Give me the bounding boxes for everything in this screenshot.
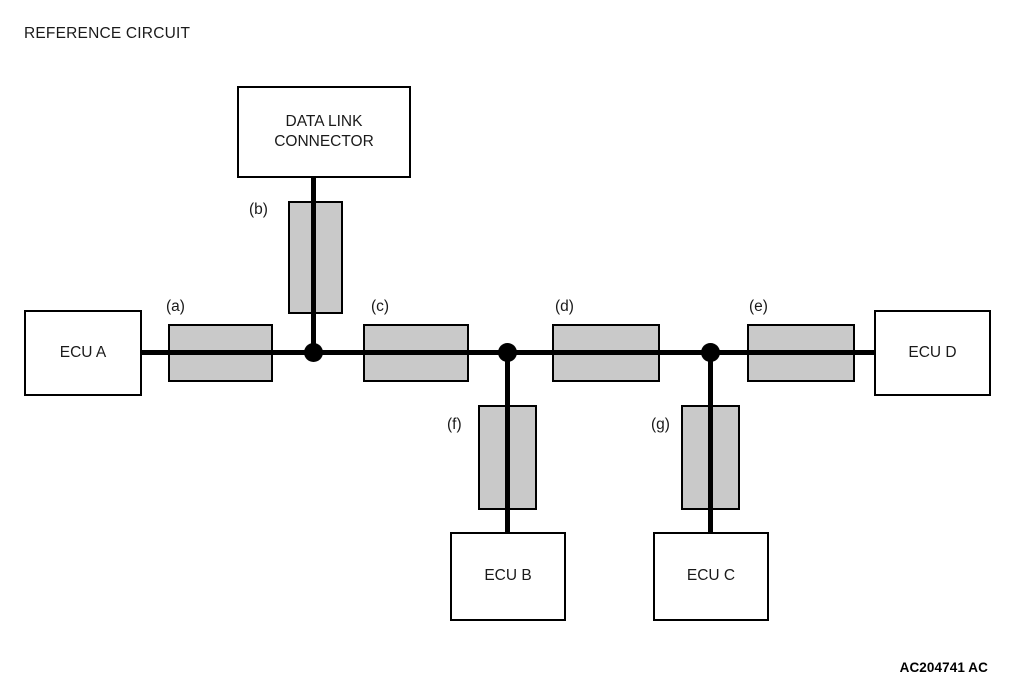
page-title: REFERENCE CIRCUIT [24,25,191,42]
ecu-a-box: ECU A [24,310,142,396]
ecu-d-label: ECU D [908,343,957,361]
junction-node-1 [304,343,323,362]
ref-label-g: (g) [651,416,670,433]
ecu-b-branch-wire-overlay [505,350,510,535]
ecu-d-box: ECU D [874,310,991,396]
dlc-branch-wire-overlay [311,176,316,354]
ref-label-f: (f) [447,416,462,433]
ref-label-b: (b) [249,201,268,218]
ecu-c-label: ECU C [686,567,736,585]
ecu-c-box: ECU C [653,532,769,621]
ref-label-c: (c) [371,298,390,315]
junction-node-2 [498,343,517,362]
ecu-a-label: ECU A [59,343,107,361]
ref-label-a: (a) [166,298,185,315]
data-link-connector-label: DATA LINK CONNECTOR [274,112,374,150]
figure-id-watermark: AC204741 AC [899,660,988,675]
ref-label-e: (e) [749,298,768,315]
ref-label-d: (d) [555,298,574,315]
ecu-b-label: ECU B [484,567,532,585]
data-link-connector-box: DATA LINK CONNECTOR [237,86,411,178]
ecu-c-branch-wire-overlay [708,350,713,535]
junction-node-3 [701,343,720,362]
ecu-b-box: ECU B [450,532,566,621]
